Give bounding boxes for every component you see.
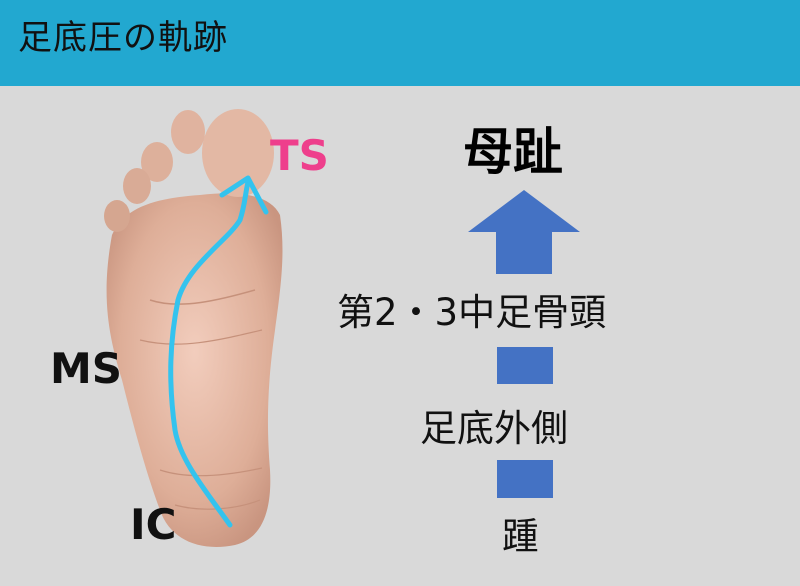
- pressure-trajectory: [168, 179, 251, 528]
- page-title: 足底圧の軌跡: [18, 18, 228, 58]
- up-arrow-icon: [468, 190, 580, 274]
- foot-sole: [104, 109, 283, 547]
- ms-label: MS: [50, 344, 123, 393]
- heel-label: 踵: [502, 515, 539, 558]
- ic-label: IC: [130, 500, 177, 549]
- flow-connector: [497, 460, 553, 498]
- big-toe-label: 母趾: [463, 123, 563, 181]
- header-bar: 足底圧の軌跡: [0, 0, 800, 86]
- trajectory-arrowhead: [219, 175, 269, 215]
- foot-sole-illustration: [104, 109, 283, 547]
- ts-label: TS: [270, 131, 329, 180]
- lateral-sole-label: 足底外側: [420, 407, 568, 450]
- flow-connector: [497, 347, 553, 384]
- metatarsal-heads-label: 第2・3中足骨頭: [337, 291, 607, 334]
